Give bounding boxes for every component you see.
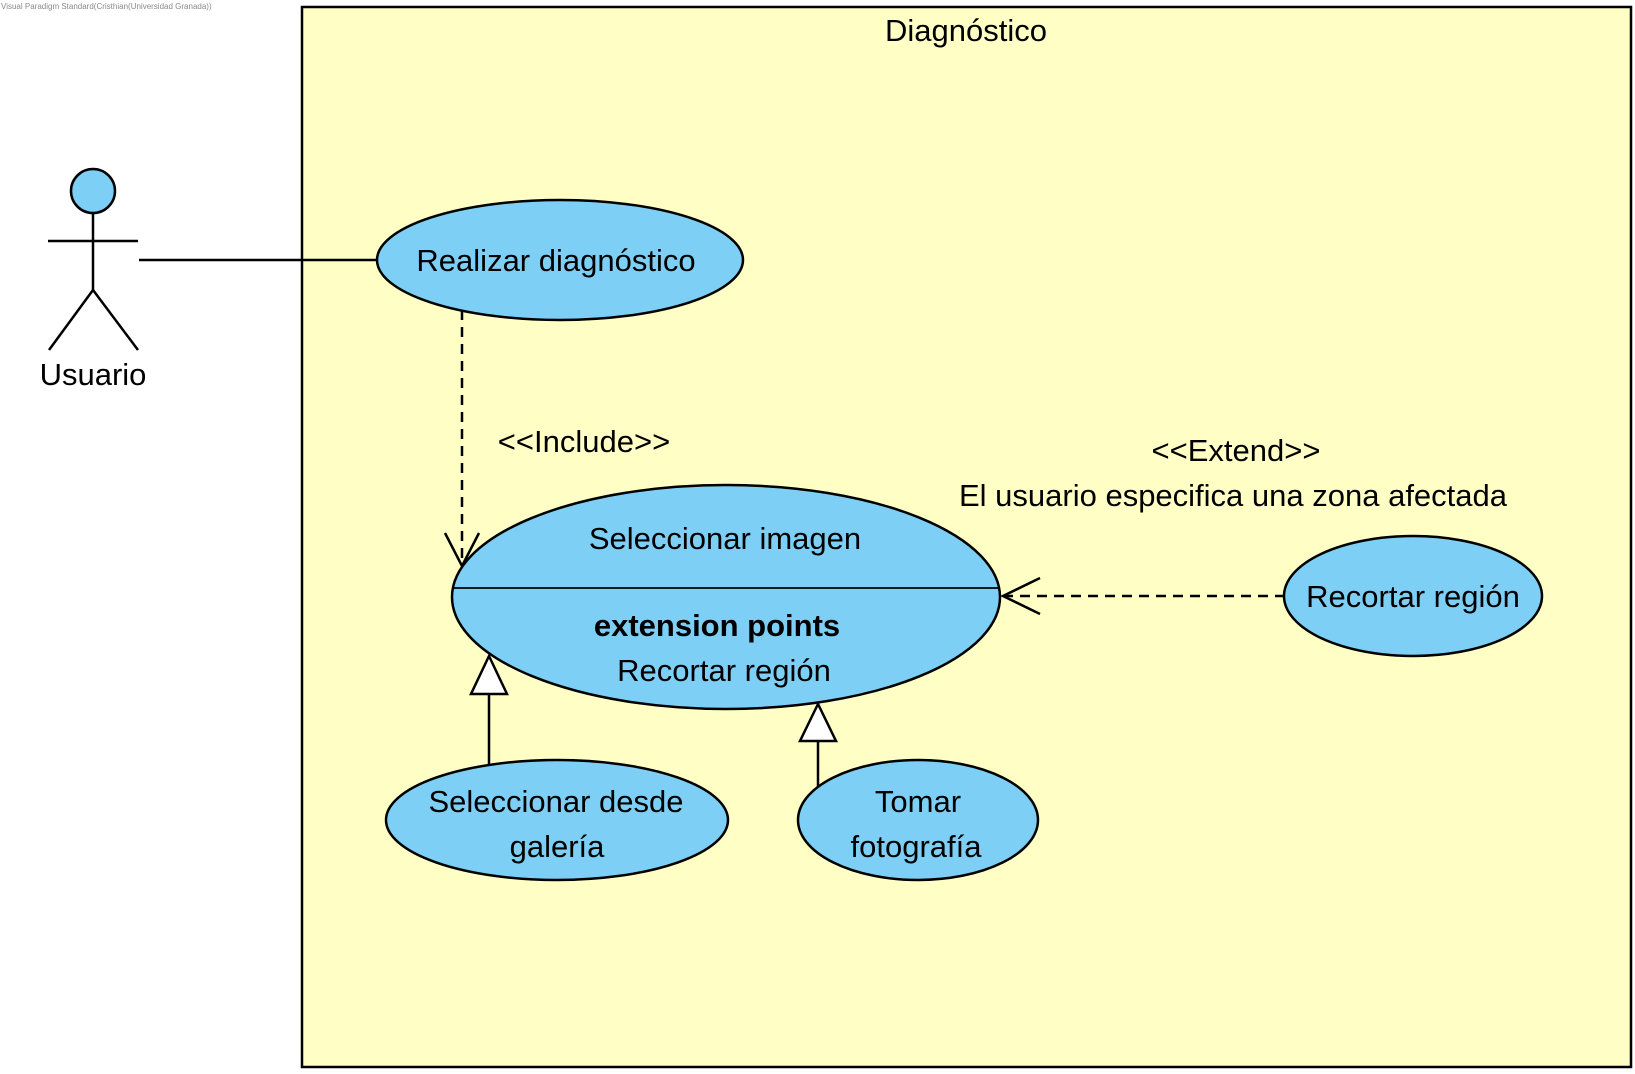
extend-label: <<Extend>> [1152, 433, 1321, 468]
use-case-galeria-label-line1: Seleccionar desde [428, 784, 683, 819]
extend-arrowhead [1000, 576, 1041, 616]
use-case-seleccionar-label: Seleccionar imagen [589, 521, 861, 556]
actor-left-leg [47, 289, 95, 351]
extension-point-recortar: Recortar región [617, 653, 831, 688]
extension-points-header: extension points [594, 608, 840, 643]
use-case-recortar-shape [1282, 534, 1544, 658]
include-label: <<Include>> [498, 424, 670, 459]
generalization-galeria-arrowhead [469, 653, 509, 696]
system-title: Diagnóstico [885, 13, 1047, 48]
use-case-foto-label-line2: fotografía [851, 829, 983, 864]
use-case-galeria-label-line2: galería [510, 829, 606, 864]
use-case-foto-shape [796, 758, 1040, 882]
use-case-foto-label-line1: Tomar [875, 784, 961, 819]
actor-usuario[interactable]: Usuario [40, 167, 147, 392]
use-case-realizar-diagnostico[interactable]: Realizar diagnóstico [375, 198, 745, 322]
actor-head [69, 167, 117, 215]
use-case-realizar-shape [375, 198, 745, 322]
use-case-seleccionar-imagen[interactable]: Seleccionar imagen extension points Reco… [440, 483, 1010, 711]
extend-condition: El usuario especifica una zona afectada [959, 478, 1508, 513]
use-case-realizar-label: Realizar diagnóstico [416, 243, 695, 278]
use-case-galeria-shape [384, 758, 730, 882]
watermark-text: Visual Paradigm Standard(Cristhian(Unive… [1, 2, 212, 11]
use-case-recortar-region[interactable]: Recortar región [1282, 534, 1544, 658]
actor-name: Usuario [40, 357, 147, 392]
generalization-foto-arrowhead [798, 701, 838, 743]
use-case-seleccionar-galeria[interactable]: Seleccionar desde galería [384, 758, 730, 882]
actor-right-leg [92, 289, 139, 351]
use-case-seleccionar-shape [450, 483, 1002, 711]
use-case-recortar-label: Recortar región [1306, 579, 1520, 614]
use-case-tomar-fotografia[interactable]: Tomar fotografía [796, 758, 1040, 882]
